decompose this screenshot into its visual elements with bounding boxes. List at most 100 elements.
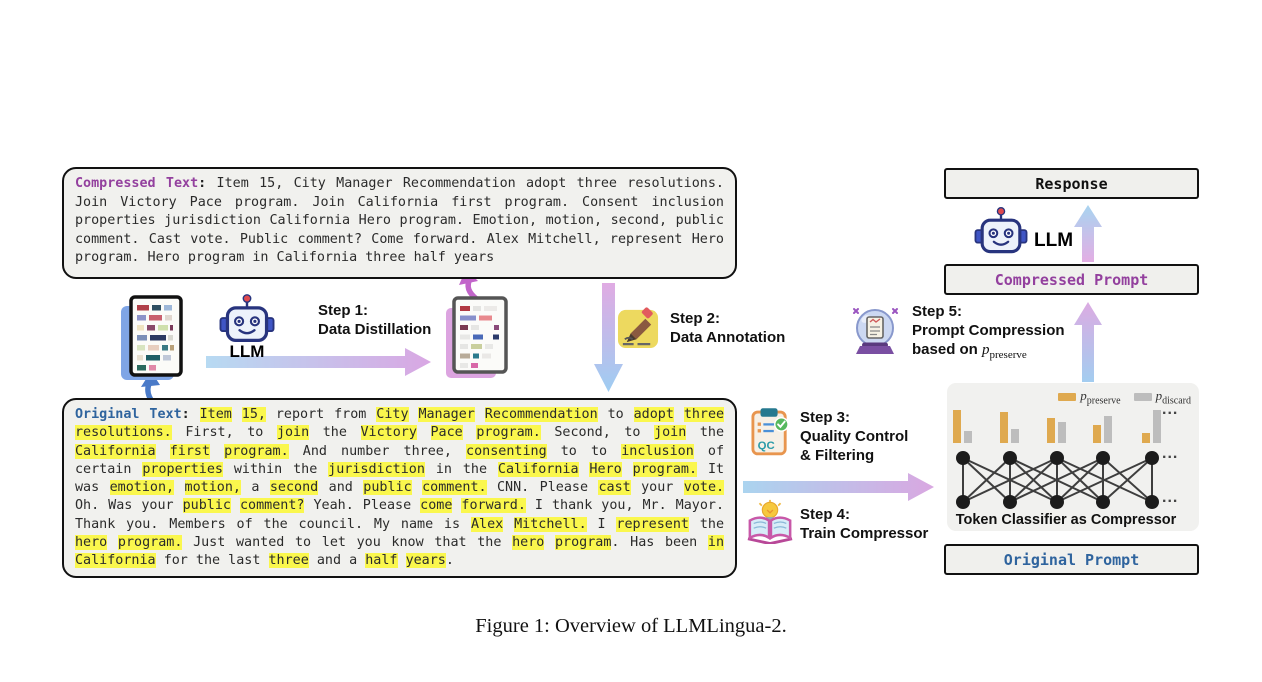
preserve-bar xyxy=(953,410,961,443)
response-label: Response xyxy=(1035,174,1108,193)
highlighted-word: come xyxy=(420,498,453,514)
text-segment: Has been xyxy=(630,535,698,551)
token-classifier-caption: Token Classifier as Compressor xyxy=(955,512,1177,528)
highlighted-word: adopt xyxy=(633,407,674,422)
highlighted-word: program xyxy=(554,535,612,551)
step3-title: Step 3: xyxy=(800,409,851,426)
step5-subtitle-line2: based on ppreserve xyxy=(912,341,1027,361)
step3-step4-arrow xyxy=(743,473,934,501)
highlighted-word: half xyxy=(365,553,398,569)
text-segment: I thank you, Mr. Mayor. Thank you. Membe… xyxy=(75,498,725,532)
highlighted-word: Alex xyxy=(470,516,504,532)
text-segment: It was xyxy=(75,461,725,496)
highlighted-word: Victory xyxy=(360,425,417,441)
step2-title: Step 2: xyxy=(670,310,721,327)
document-text-bars xyxy=(137,305,174,371)
discard-swatch xyxy=(1133,393,1152,402)
step2-text: Step 2: Data Annotation xyxy=(670,309,785,347)
p-preserve-math: p xyxy=(982,342,990,358)
step4-title: Step 4: xyxy=(800,506,851,523)
text-segment: the xyxy=(322,425,347,441)
highlighted-word: three xyxy=(683,407,725,422)
preserve-bar xyxy=(1000,412,1008,443)
bars-ellipsis: ... xyxy=(1162,401,1179,418)
text-segment: I xyxy=(597,516,606,532)
bar-pair xyxy=(1142,407,1161,443)
highlighted-word: emotion, xyxy=(109,480,175,496)
llm-label-right: LLM xyxy=(1034,230,1074,251)
classifier-network xyxy=(956,451,1159,509)
step5-arrow xyxy=(1074,302,1102,382)
bar-pair xyxy=(953,407,972,443)
highlighted-word: Mitchell. xyxy=(514,516,587,532)
robot-icon-right xyxy=(974,207,1028,254)
text-segment: to xyxy=(607,407,624,422)
bar-pair xyxy=(1047,407,1066,443)
text-segment: the xyxy=(699,425,725,441)
highlighted-word: California xyxy=(75,443,156,459)
text-segment: and a xyxy=(316,553,358,569)
step4-text: Step 4: Train Compressor xyxy=(800,505,928,543)
step3-subtitle-line1: Quality Control xyxy=(800,428,909,445)
step3-text: Step 3: Quality Control & Filtering xyxy=(800,408,908,465)
text-segment: Yeah. Please xyxy=(313,498,412,514)
preserve-swatch xyxy=(1058,393,1077,402)
discard-bar xyxy=(1153,410,1161,443)
highlighted-word: properties xyxy=(142,461,223,477)
text-segment: to to xyxy=(560,443,608,459)
robot-icon xyxy=(219,294,275,343)
highlighted-word: vote. xyxy=(683,480,725,496)
highlighted-word: program. xyxy=(476,425,541,441)
llm-label-left: LLM xyxy=(229,342,265,361)
text-segment: of certain xyxy=(75,443,725,477)
network-node xyxy=(956,495,970,509)
text-segment: . xyxy=(445,553,454,569)
highlighted-word: public xyxy=(182,498,231,514)
top-nodes-ellipsis: ... xyxy=(1162,445,1179,462)
highlighted-word: jurisdiction xyxy=(328,461,425,477)
highlighted-word: Hero xyxy=(589,461,622,477)
text-segment: a xyxy=(251,480,260,496)
highlighted-word: City xyxy=(376,407,409,422)
network-node xyxy=(1096,495,1110,509)
highlighted-word: consenting xyxy=(466,443,547,459)
highlighted-word: comment? xyxy=(239,498,305,514)
highlighted-word: forward. xyxy=(461,498,526,514)
network-node xyxy=(1050,495,1064,509)
network-node xyxy=(956,451,970,465)
document-stack-icon xyxy=(121,295,183,380)
highlighted-word: Item xyxy=(199,407,232,422)
figure-caption: Figure 1: Overview of LLMLingua-2. xyxy=(475,615,787,637)
highlighted-word: program. xyxy=(632,461,698,477)
step5-text: Step 5: Prompt Compression based on ppre… xyxy=(912,302,1065,365)
bottom-nodes-ellipsis: ... xyxy=(1162,489,1179,506)
compressed-text-body: Item 15, City Manager Recommendation ado… xyxy=(75,176,724,266)
highlighted-word: in xyxy=(707,535,725,551)
highlighted-word: program. xyxy=(224,443,289,459)
step5-subtitle: Prompt Compression xyxy=(912,322,1065,339)
train-book-icon xyxy=(747,499,793,544)
text-segment: CNN. Please xyxy=(497,480,589,496)
discard-bar xyxy=(964,431,972,443)
token-classifier-panel: ppreserve pdiscard ... ... ... Token Cla… xyxy=(947,383,1199,531)
highlighted-word: second xyxy=(269,480,319,496)
text-segment: . xyxy=(611,535,620,551)
highlighted-word: represent xyxy=(616,516,689,532)
highlighted-word: Manager xyxy=(418,407,475,422)
original-prompt-label: Original Prompt xyxy=(1003,550,1140,569)
preserve-bar xyxy=(1047,418,1055,443)
compressed-text-label: Compressed Text xyxy=(75,176,199,191)
text-segment: in the xyxy=(435,461,488,477)
text-segment: First, to xyxy=(185,425,264,441)
quality-control-clipboard-icon: QC xyxy=(751,408,789,456)
text-segment: Just wanted to let you know that the xyxy=(193,535,502,551)
highlighted-word: years xyxy=(405,553,446,569)
step5-title: Step 5: xyxy=(912,303,963,320)
text-segment: Second, to xyxy=(554,425,641,441)
text-segment: your xyxy=(641,480,674,496)
bar-legend: ppreserve pdiscard xyxy=(1058,388,1191,407)
discard-bar xyxy=(1058,422,1066,443)
highlighted-word: hero xyxy=(512,535,545,551)
network-node xyxy=(1050,451,1064,465)
